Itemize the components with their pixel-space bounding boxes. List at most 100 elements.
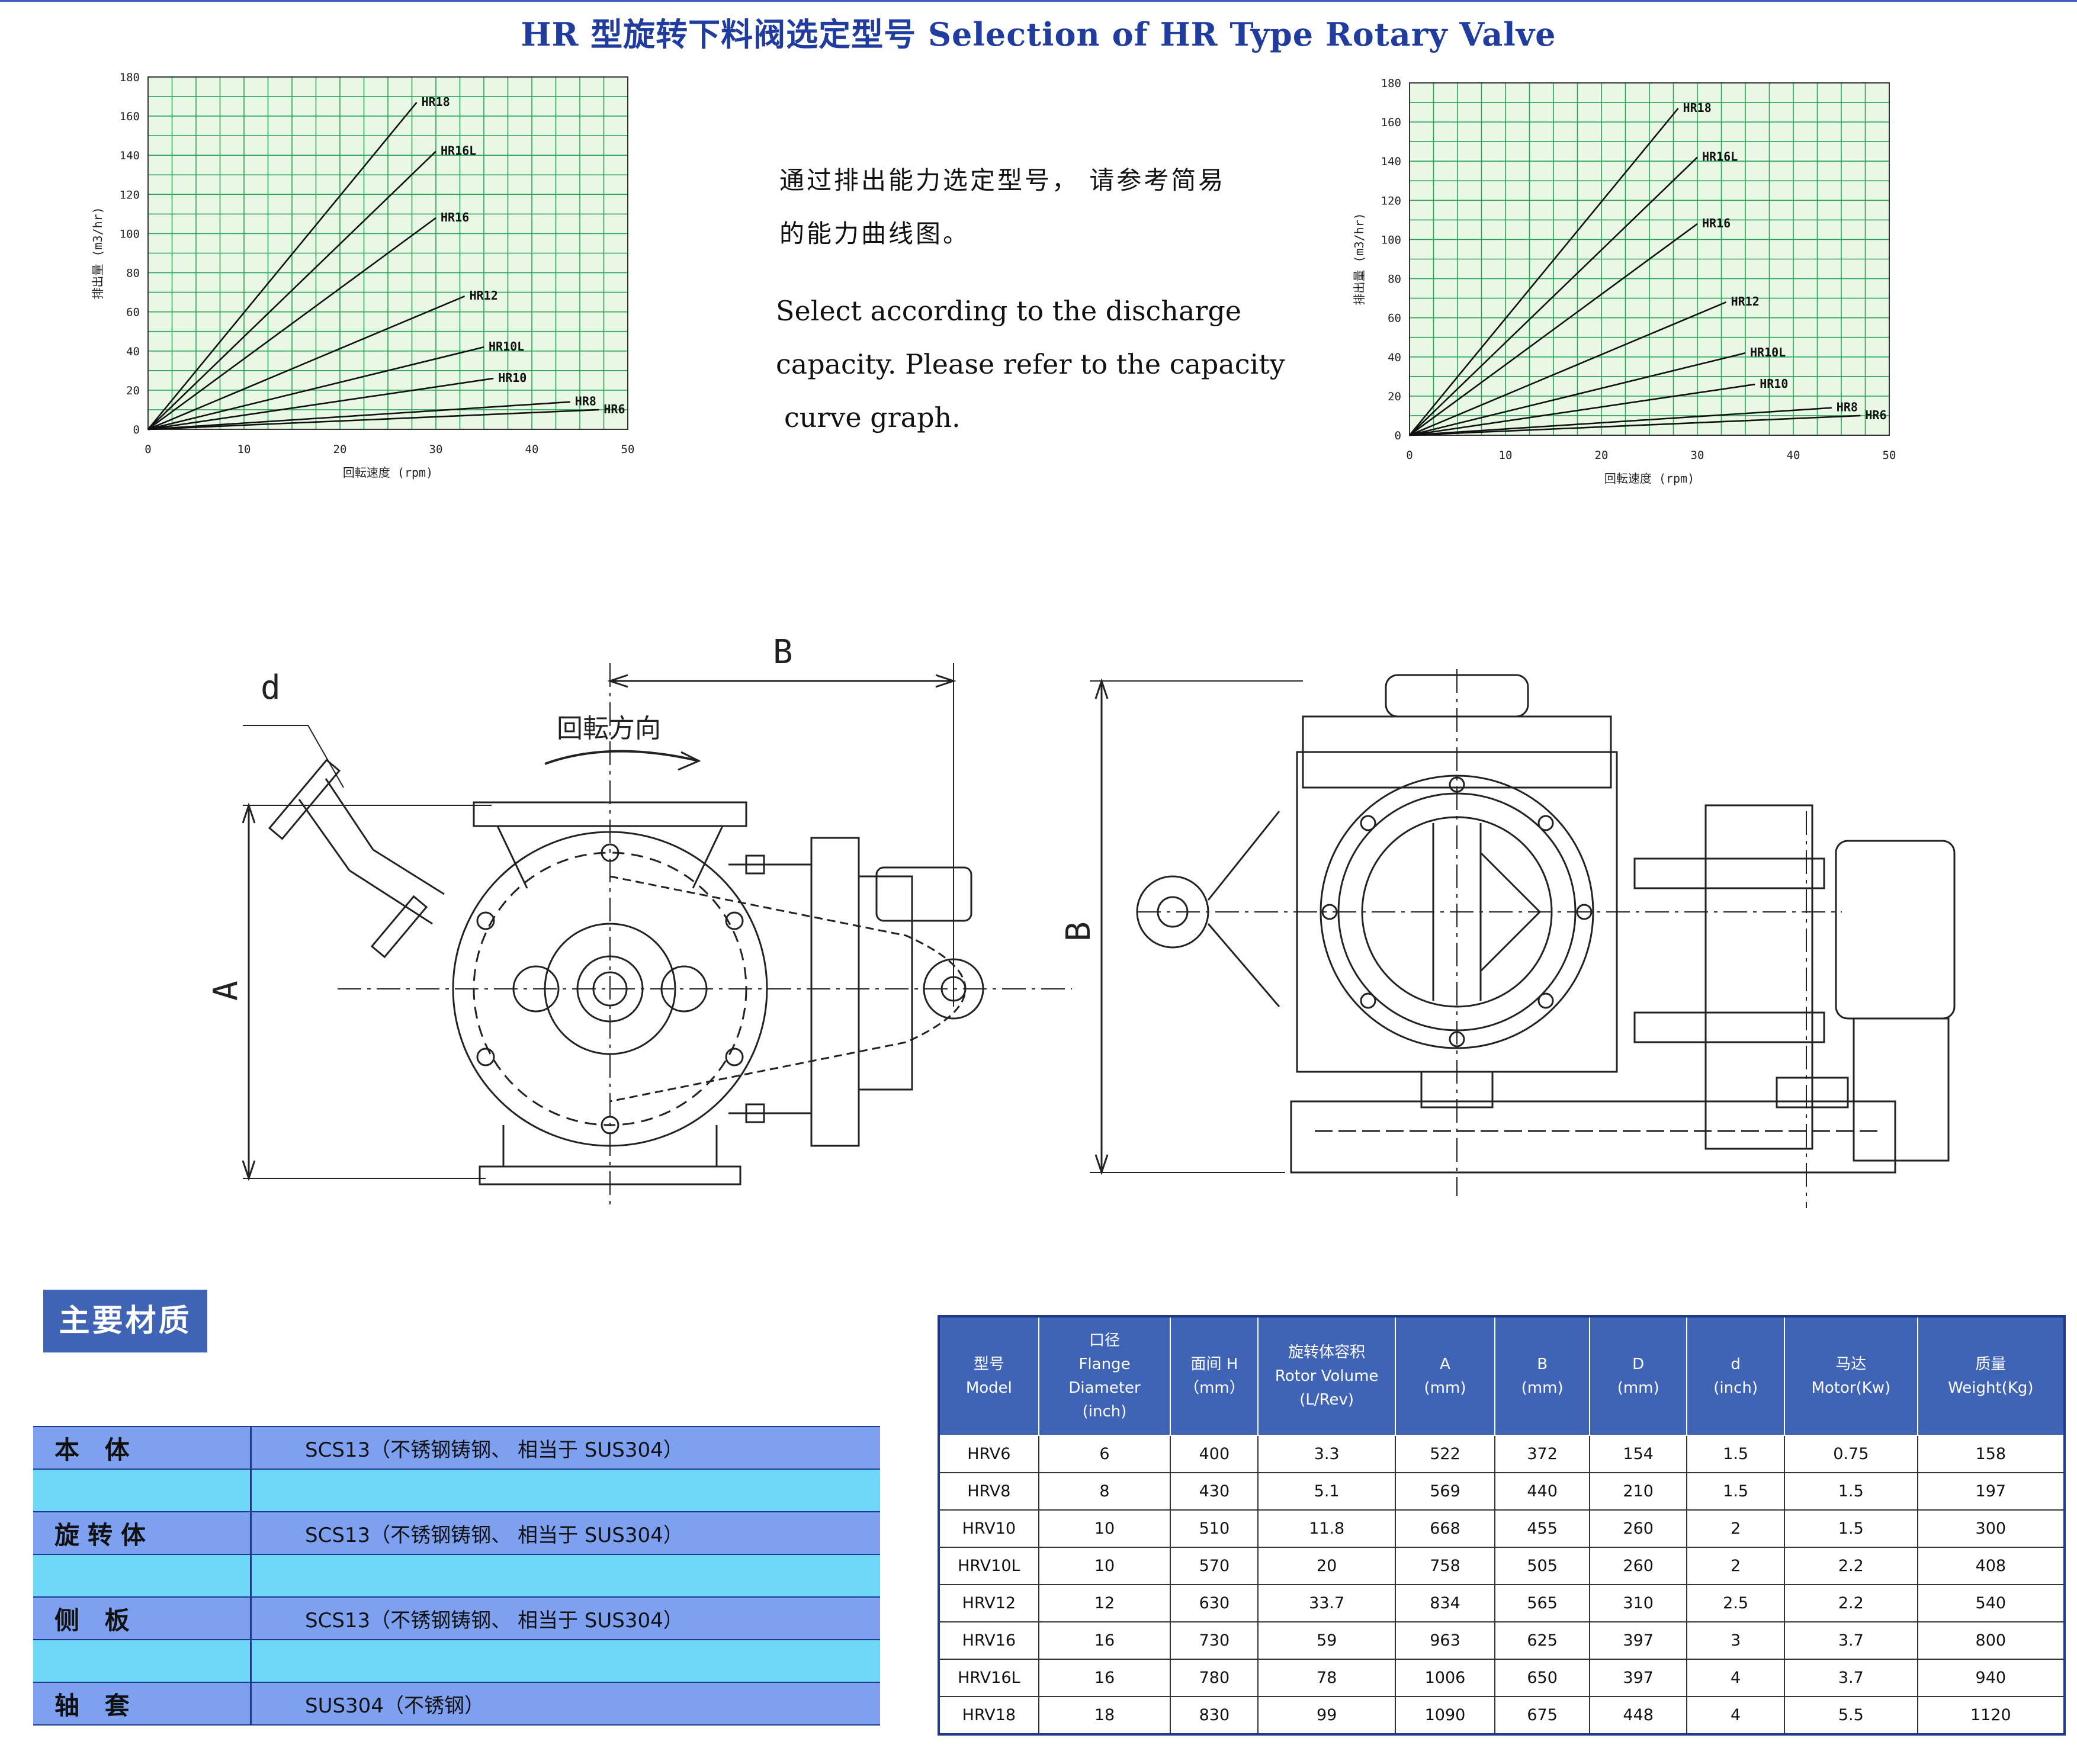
spec-cell: 570 [1170,1547,1259,1585]
spec-header-cell: 面间 H（mm） [1170,1316,1259,1436]
description-zh-line-1: 通过排出能力选定型号， 请参考简易 [779,166,1226,195]
spec-header-cell: B(mm) [1494,1316,1591,1436]
y-tick-label: 120 [120,188,140,201]
y-tick-label: 20 [1388,390,1401,403]
material-part: 轴 套 [33,1682,252,1726]
materials-row [33,1469,880,1512]
spec-cell: HRV10 [938,1509,1039,1548]
material-value: SCS13（不锈钢铸钢、 相当于 SUS304） [251,1596,880,1640]
spec-header-line: (inch) [1713,1379,1758,1397]
series-line-hr18 [1408,108,1679,436]
spec-cell: 10 [1038,1547,1171,1585]
y-tick-label: 80 [126,267,140,280]
spec-header-line: 面间 H [1190,1355,1238,1373]
spec-cell: 4 [1686,1659,1786,1697]
spec-cell: 834 [1394,1584,1496,1622]
spec-cell: 510 [1170,1509,1259,1548]
spec-cell: 522 [1394,1435,1496,1473]
spec-cell: 1.5 [1686,1472,1786,1511]
spec-cell: 408 [1917,1547,2066,1585]
spec-header-cell: A(mm) [1394,1316,1496,1436]
spec-header-line: A [1440,1355,1450,1373]
spec-cell: 1.5 [1784,1472,1918,1511]
top-rule [0,0,2077,2]
spec-cell: 650 [1494,1659,1591,1697]
material-value: SCS13（不锈钢铸钢、 相当于 SUS304） [251,1511,880,1555]
spec-header-line: Flange Diameter [1068,1355,1141,1397]
x-axis-label: 回転速度 (rpm) [343,465,433,480]
spec-cell: 260 [1589,1509,1688,1548]
spec-cell: HRV8 [938,1472,1039,1511]
spec-cell: 260 [1589,1547,1688,1585]
y-tick-label: 100 [1381,233,1401,246]
spec-header-line: D [1632,1355,1645,1373]
spec-cell: 397 [1589,1659,1688,1697]
description-en: Select according to the discharge capaci… [776,284,1309,444]
series-label-hr10l: HR10L [489,339,524,354]
y-tick-label: 120 [1381,194,1401,207]
spec-header-line: (L/Rev) [1299,1391,1354,1409]
y-tick-label: 100 [120,227,140,240]
spec-cell: HRV6 [938,1435,1039,1473]
spec-cell: HRV16L [938,1659,1039,1697]
spec-cell: 310 [1589,1584,1688,1622]
y-tick-label: 80 [1388,273,1401,286]
spec-cell: 780 [1170,1659,1259,1697]
x-tick-label: 40 [525,443,539,456]
spec-cell: 540 [1917,1584,2066,1622]
y-axis-label: 排出量 (m3/hr) [91,207,105,299]
spec-cell: 3.7 [1784,1659,1918,1697]
x-tick-label: 10 [237,443,251,456]
series-line-hr10l [1409,352,1746,436]
series-label-hr8: HR8 [575,394,596,409]
series-line-hr10 [1409,383,1755,436]
spec-header-line: (mm) [1521,1379,1564,1397]
materials-row [33,1639,880,1683]
material-part [33,1639,252,1683]
series-label-hr10l: HR10L [1750,345,1786,359]
spec-cell: 5.1 [1257,1472,1396,1511]
spec-cell: 1006 [1394,1659,1496,1697]
spec-cell: 2.5 [1686,1584,1786,1622]
dimension-d-label: d [261,669,281,707]
spec-header-line: d [1731,1355,1741,1373]
y-tick-label: 60 [1388,312,1401,325]
x-tick-label: 10 [1499,449,1513,462]
series-label-hr8: HR8 [1837,400,1858,415]
x-tick-label: 0 [1406,449,1413,462]
series-label-hr18: HR18 [422,95,450,109]
series-label-hr16: HR16 [441,210,469,224]
material-part: 旋转体 [33,1511,252,1555]
series-label-hr6: HR6 [1865,408,1886,422]
spec-cell: 10 [1038,1509,1171,1548]
series-line-hr16l [147,150,436,430]
page-title: HR 型旋转下料阀选定型号 Selection of HR Type Rotar… [521,15,1556,53]
material-value [251,1639,880,1683]
spec-cell: 625 [1494,1621,1591,1660]
series-label-hr10: HR10 [498,371,527,385]
spec-cell: 1.5 [1784,1509,1918,1548]
spec-cell: 505 [1494,1547,1591,1585]
spec-cell: 758 [1394,1547,1496,1585]
spec-header-line: (inch) [1082,1403,1127,1421]
spec-cell: 18 [1038,1696,1171,1735]
side-view-drawing: B [1060,669,1956,1208]
spec-cell: 565 [1494,1584,1591,1622]
spec-cell: 300 [1917,1509,2066,1548]
x-tick-label: 50 [1883,449,1896,462]
material-part: 本 体 [33,1426,252,1470]
y-tick-label: 0 [133,423,140,436]
